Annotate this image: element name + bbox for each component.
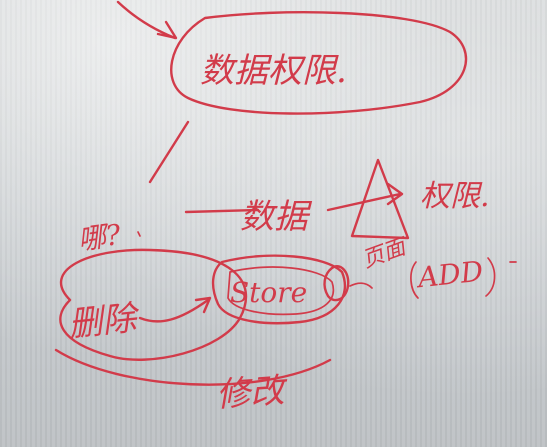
store-arrow-line [138,298,210,323]
title-oval [170,11,468,115]
left-question-text: 哪? [76,218,124,257]
permission-text: 权限. [420,179,490,214]
bottom-sweep [54,348,332,386]
store-box-outer [211,254,347,325]
data-arrow-line [184,208,260,214]
add-paren-right [485,257,496,297]
delete-text: 删除 [66,298,142,345]
triangle-arrow [326,182,404,212]
bottom-change-text: 修改 [215,370,290,415]
store-text: Store [230,276,307,309]
title-text: 数据权限. [200,51,347,91]
dash-mark-2 [137,231,141,237]
link-line [148,120,190,184]
page-item-text: 页面 [359,233,413,273]
add-paren-left [410,261,419,299]
add-text: ADD [413,255,484,295]
store-circle [323,265,350,302]
top-arrow-head [156,20,178,40]
middle-data-text: 数据 [240,197,313,237]
store-box-inner [227,266,335,316]
store-connector [349,282,373,289]
store-arrow-head [194,296,212,314]
top-arrow-stroke [116,0,177,40]
